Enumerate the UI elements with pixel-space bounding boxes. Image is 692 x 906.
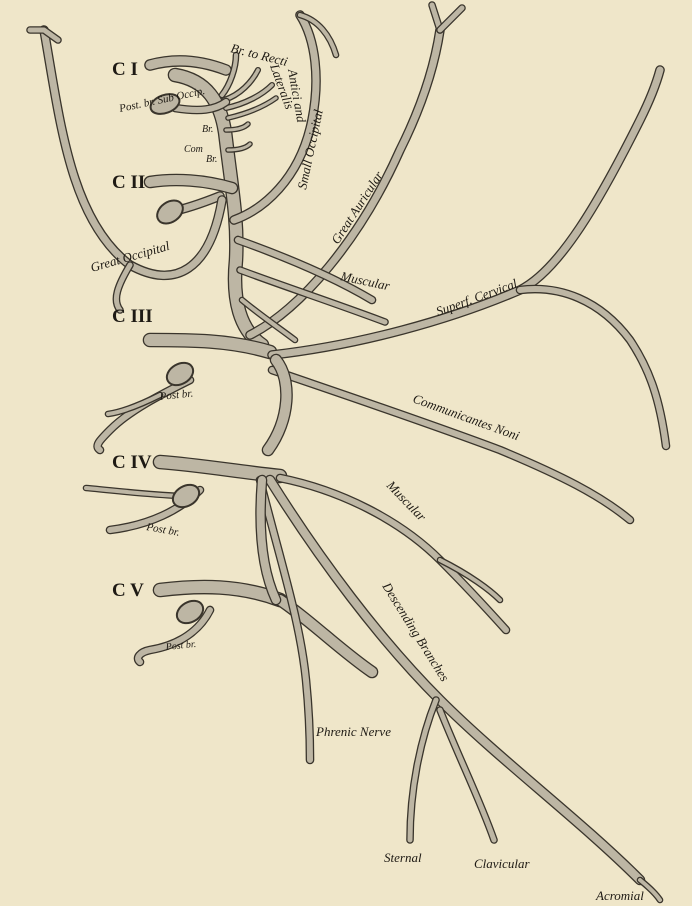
- label-acromial: Acromial: [595, 888, 644, 903]
- root-label-c1: C I: [112, 59, 138, 80]
- label-phrenic-nerve: Phrenic Nerve: [315, 724, 391, 739]
- root-label-c2: C II: [112, 172, 145, 193]
- label-sternal: Sternal: [384, 850, 422, 865]
- label-com: Com: [184, 144, 203, 155]
- label-clavicular: Clavicular: [474, 856, 531, 871]
- root-label-c3: C III: [112, 306, 153, 327]
- label-br: Br.: [202, 124, 213, 135]
- root-label-c4: C IV: [112, 452, 152, 473]
- label-br-2: Br.: [206, 154, 217, 165]
- root-label-c5: C V: [112, 580, 144, 601]
